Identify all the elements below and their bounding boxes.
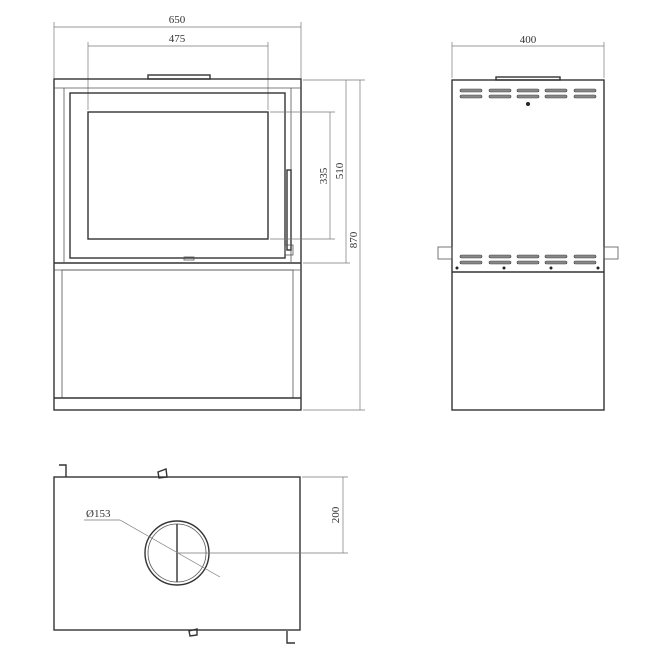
side-bracket-left — [437, 246, 453, 260]
top-body-outline — [53, 476, 301, 631]
flue-diameter-dimension: Ø153 — [86, 508, 111, 520]
side-body-outline — [451, 79, 605, 411]
width-dimension: 650 — [169, 14, 186, 26]
front-view: 650 475 335 510 870 — [53, 14, 365, 411]
top-bracket-right — [286, 631, 295, 644]
lower-storage-compartment — [61, 269, 294, 399]
flue-offset-dimension: 200 — [330, 506, 342, 523]
vent-slots-bottom — [455, 254, 600, 270]
side-view: 400 — [437, 34, 619, 411]
front-body-outline — [53, 78, 302, 411]
top-bracket-left — [59, 464, 67, 477]
glass-width-dimension: 475 — [169, 33, 186, 45]
upper-height-dimension: 510 — [334, 162, 346, 179]
door-handle — [286, 169, 292, 251]
side-bracket-right — [603, 246, 619, 260]
top-view: Ø153 200 — [53, 464, 348, 644]
door-frame — [69, 92, 286, 259]
flue-diameter-leader — [119, 519, 221, 578]
vent-slots-top — [459, 88, 597, 106]
total-height-dimension: 870 — [348, 231, 360, 248]
glass-height-dimension: 335 — [318, 167, 330, 184]
glass-window — [87, 111, 269, 240]
depth-dimension: 400 — [520, 34, 537, 46]
